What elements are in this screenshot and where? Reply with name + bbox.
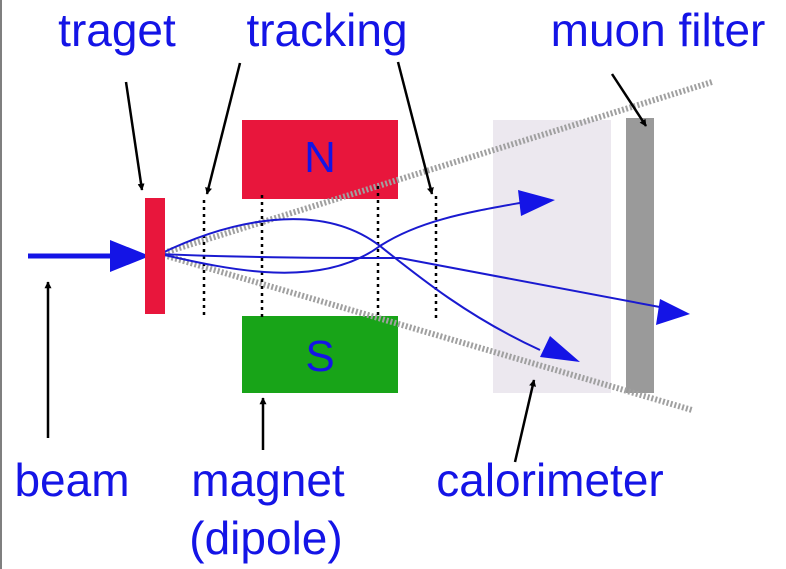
- pointer-calorimeter: [513, 379, 536, 463]
- track-arrowhead-upper: [518, 190, 555, 216]
- pointer-tracking-right: [396, 61, 434, 195]
- muon-filter-bar: [626, 118, 654, 393]
- track-middle: [159, 253, 666, 309]
- acceptance-line-upper: [159, 79, 713, 257]
- particle-tracks: [159, 201, 666, 351]
- target-block: [145, 198, 165, 314]
- label-magnet-dipole: (dipole): [189, 512, 342, 564]
- track-arrowhead-middle: [656, 299, 690, 325]
- magnet-south-label: S: [305, 332, 334, 381]
- label-target: traget: [58, 4, 176, 56]
- pointer-target: [124, 81, 145, 191]
- pointer-arrows: [44, 61, 648, 463]
- label-muon-filter: muon filter: [551, 4, 766, 56]
- pointer-tracking-left: [205, 62, 242, 195]
- tracking-planes: [202, 186, 438, 318]
- pointer-muon-filter: [610, 73, 648, 127]
- label-beam: beam: [14, 454, 129, 506]
- label-tracking: tracking: [246, 4, 407, 56]
- beam-arrowhead: [110, 240, 150, 272]
- track-lower-arc: [159, 201, 526, 274]
- label-calorimeter: calorimeter: [436, 454, 664, 506]
- label-magnet: magnet: [191, 454, 345, 506]
- acceptance-line-lower: [159, 251, 693, 413]
- magnet-north-pole: [242, 120, 398, 199]
- magnet-north-label: N: [304, 133, 336, 182]
- magnet-south-pole: [242, 316, 398, 393]
- track-arrowhead-lower: [540, 336, 580, 362]
